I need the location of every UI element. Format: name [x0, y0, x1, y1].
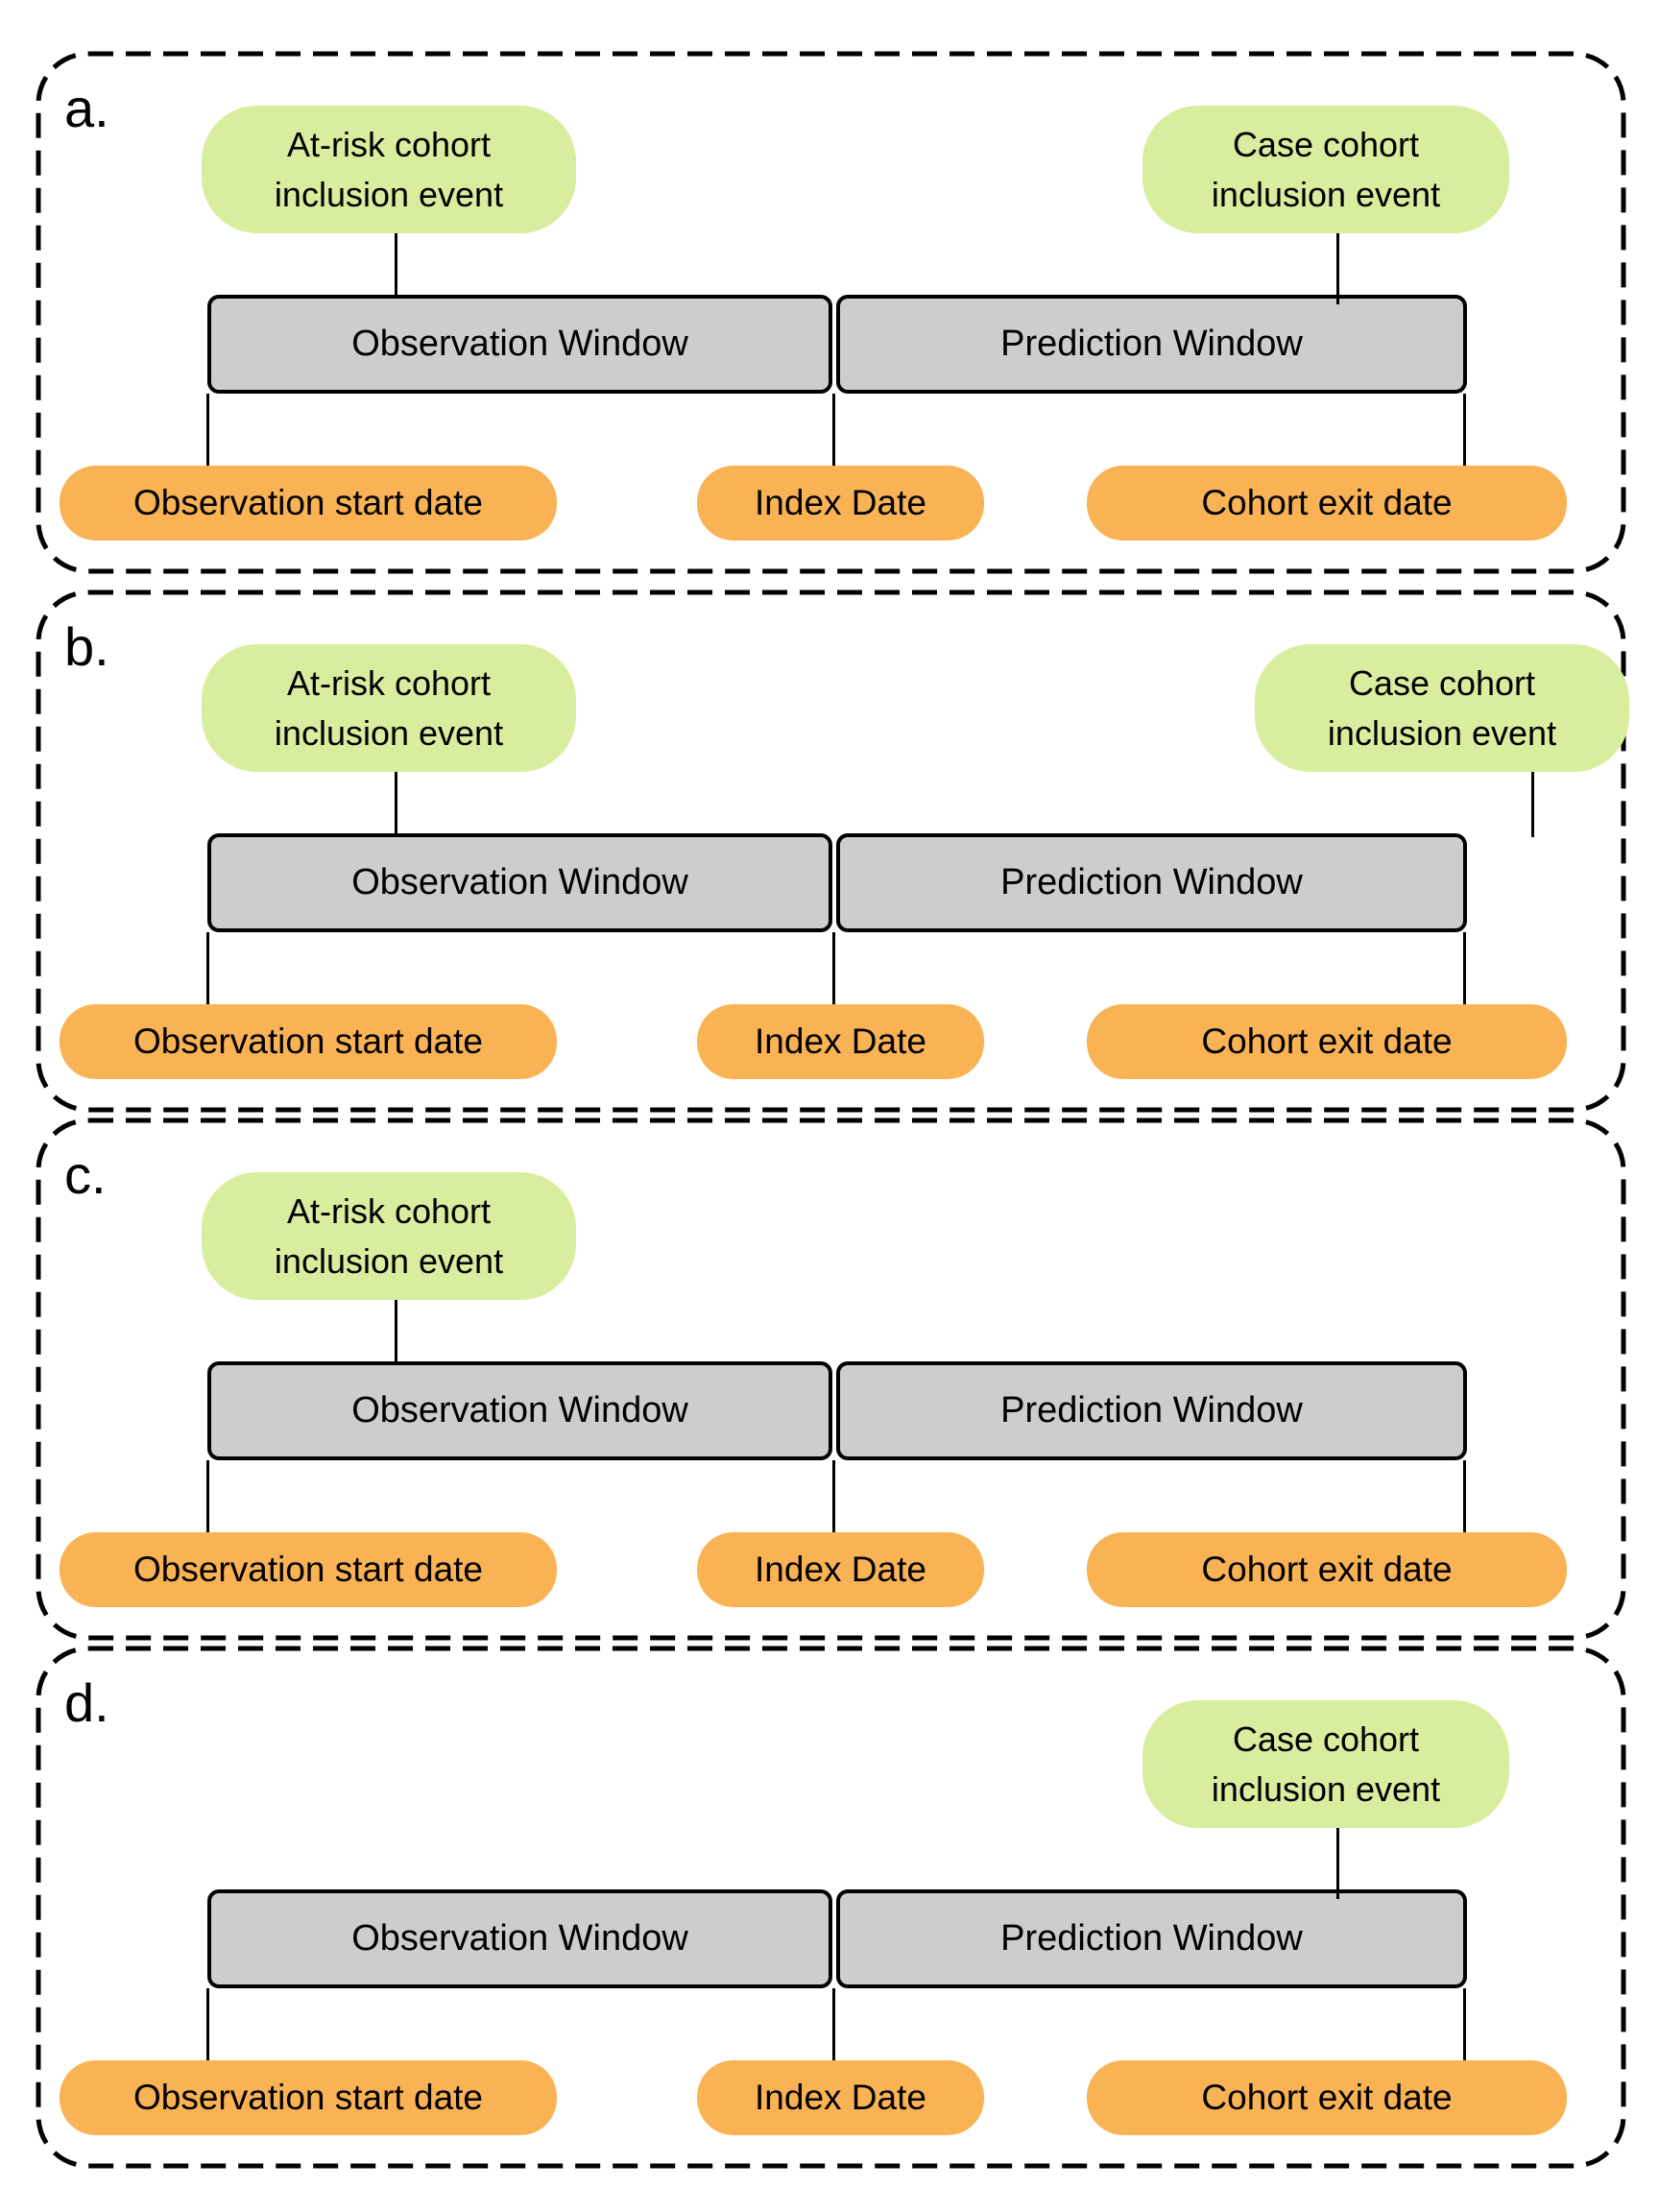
- panel-label: a.: [64, 78, 109, 138]
- index-date-bubble: Index Date: [697, 2060, 984, 2135]
- connector-cohort-exit-date: [1463, 932, 1466, 1004]
- connector-case-after-cohort-exit: [1531, 772, 1534, 837]
- cohort-exit-date-bubble: Cohort exit date: [1087, 1532, 1567, 1607]
- index-date-bubble: Index Date: [697, 466, 984, 541]
- connector-observation-start-date: [206, 1988, 209, 2060]
- connector-observation-start-date: [206, 1460, 209, 1532]
- observation-start-date-bubble: Observation start date: [60, 1532, 557, 1607]
- index-date-bubble: Index Date: [697, 1532, 984, 1607]
- observation-start-date-bubble: Observation start date: [60, 1004, 557, 1079]
- connector-at-risk-to-observation-window: [395, 1300, 397, 1361]
- connector-case-to-prediction-window: [1336, 233, 1339, 304]
- connector-observation-start-date: [206, 932, 209, 1004]
- observation-start-date-bubble: Observation start date: [60, 466, 557, 541]
- panel-dashed-border: [36, 1118, 1626, 1641]
- prediction-window-box: Prediction Window: [836, 295, 1467, 394]
- prediction-window-box: Prediction Window: [836, 1361, 1467, 1460]
- observation-window-box: Observation Window: [207, 295, 832, 394]
- panel-a: a. At-risk cohort inclusion event Case c…: [36, 51, 1626, 574]
- cohort-exit-date-bubble: Cohort exit date: [1087, 1004, 1567, 1079]
- connector-index-date: [832, 394, 835, 466]
- observation-start-date-bubble: Observation start date: [60, 2060, 557, 2135]
- at-risk-event-bubble: At-risk cohort inclusion event: [202, 106, 576, 233]
- observation-window-box: Observation Window: [207, 833, 832, 932]
- panel-d: d. Case cohort inclusion event Observati…: [36, 1646, 1626, 2169]
- index-date-bubble: Index Date: [697, 1004, 984, 1079]
- case-event-bubble: Case cohort inclusion event: [1142, 1700, 1509, 1828]
- connector-cohort-exit-date: [1463, 1460, 1466, 1532]
- connector-index-date: [832, 932, 835, 1004]
- connector-observation-start-date: [206, 394, 209, 466]
- prediction-window-box: Prediction Window: [836, 1889, 1467, 1988]
- panel-dashed-border: [36, 51, 1626, 574]
- cohort-exit-date-bubble: Cohort exit date: [1087, 466, 1567, 541]
- at-risk-event-bubble: At-risk cohort inclusion event: [202, 644, 576, 772]
- connector-at-risk-to-observation-window: [395, 233, 397, 295]
- connector-case-to-prediction-window: [1336, 1828, 1339, 1899]
- connector-index-date: [832, 1460, 835, 1532]
- case-event-bubble: Case cohort inclusion event: [1255, 644, 1629, 772]
- at-risk-event-bubble: At-risk cohort inclusion event: [202, 1172, 576, 1300]
- panel-label: d.: [64, 1672, 109, 1733]
- panel-b: b. At-risk cohort inclusion event Case c…: [36, 589, 1629, 1113]
- cohort-exit-date-bubble: Cohort exit date: [1087, 2060, 1567, 2135]
- panel-label: b.: [64, 616, 109, 677]
- connector-cohort-exit-date: [1463, 1988, 1466, 2060]
- panel-dashed-border: [36, 589, 1626, 1113]
- observation-window-box: Observation Window: [207, 1889, 832, 1988]
- panel-dashed-border: [36, 1646, 1626, 2169]
- connector-at-risk-to-observation-window: [395, 772, 397, 833]
- connector-index-date: [832, 1988, 835, 2060]
- panel-label: c.: [64, 1144, 107, 1205]
- prediction-window-box: Prediction Window: [836, 833, 1467, 932]
- observation-window-box: Observation Window: [207, 1361, 832, 1460]
- case-event-bubble: Case cohort inclusion event: [1142, 106, 1509, 233]
- connector-cohort-exit-date: [1463, 394, 1466, 466]
- panel-c: c. At-risk cohort inclusion event Observ…: [36, 1118, 1626, 1641]
